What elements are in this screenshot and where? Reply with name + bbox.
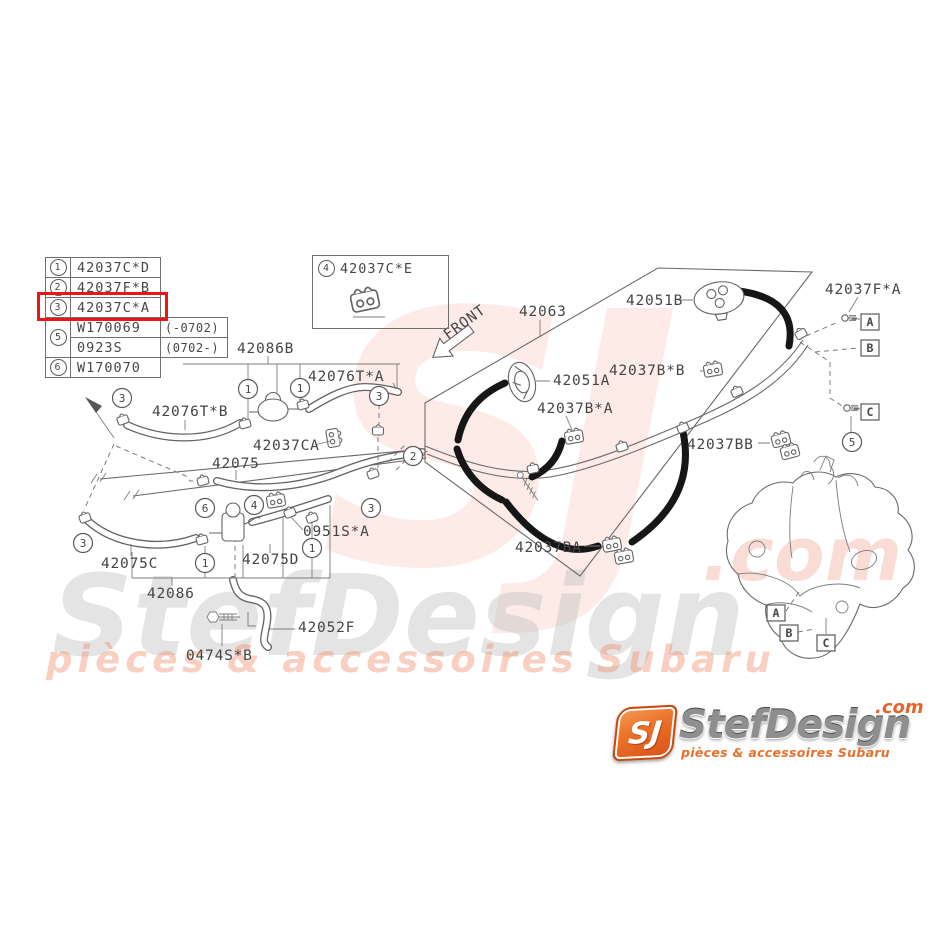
svg-text:2: 2 xyxy=(410,450,417,463)
callout-1: 1 xyxy=(289,377,311,399)
part-label-0951SA[interactable]: 0951S*A xyxy=(303,524,370,540)
inset-part-label[interactable]: 42037C*E xyxy=(340,260,414,277)
svg-text:A: A xyxy=(867,315,874,329)
ref-box-A: A xyxy=(860,313,880,331)
callout-3: 3 xyxy=(111,387,133,409)
part-label-42086[interactable]: 42086 xyxy=(147,586,195,602)
legend-row-5b-part[interactable]: 0923S xyxy=(70,337,161,358)
logo-tld: .com xyxy=(875,697,924,718)
fuel-tank-drawing xyxy=(725,455,915,659)
part-label-42075D[interactable]: 42075D xyxy=(242,552,299,568)
callout-4: 4 xyxy=(243,494,265,516)
callout-3: 3 xyxy=(72,532,94,554)
ref-box-B: B xyxy=(779,624,799,642)
part-label-42076TB[interactable]: 42076T*B xyxy=(152,404,228,420)
legend-row-5b-range: (0702-) xyxy=(160,337,228,358)
svg-text:6: 6 xyxy=(202,502,209,515)
legend-row-6-num[interactable]: 6 xyxy=(45,357,71,378)
highlighted-part-box xyxy=(37,292,168,321)
part-label-0474SB[interactable]: 0474S*B xyxy=(186,648,253,664)
part-label-42037FA[interactable]: 42037F*A xyxy=(825,282,901,298)
svg-text:C: C xyxy=(823,636,830,650)
svg-text:1: 1 xyxy=(202,557,209,570)
svg-text:1: 1 xyxy=(297,382,304,395)
inset-clip-drawing xyxy=(348,284,385,318)
logo-tagline: pièces & accessoires Subaru xyxy=(681,745,891,760)
svg-text:3: 3 xyxy=(376,390,383,403)
inset-clip-box: 4 42037C*E xyxy=(312,255,449,329)
part-label-42037BB-star[interactable]: 42037B*B xyxy=(609,363,685,379)
legend-row-5-num-circle: 5 xyxy=(45,317,71,358)
part-label-42063[interactable]: 42063 xyxy=(519,304,567,320)
part-label-42075C[interactable]: 42075C xyxy=(101,556,158,572)
stefdesign-logo: SJ StefDesign .com pièces & accessoires … xyxy=(598,693,928,768)
svg-text:5: 5 xyxy=(849,436,856,449)
callout-2: 2 xyxy=(402,445,424,467)
filter-bracket-assembly xyxy=(131,502,331,627)
ref-box-C: C xyxy=(860,403,880,421)
inset-callout-4: 4 xyxy=(318,260,335,277)
part-label-42037BA[interactable]: 42037BA xyxy=(515,540,582,556)
part-labels: 42086B 42076T*A 42076T*B 42037CA 42075 0… xyxy=(101,282,901,664)
svg-text:3: 3 xyxy=(119,392,126,405)
part-label-42037BA-star[interactable]: 42037B*A xyxy=(537,401,613,417)
legend-row-1-num[interactable]: 1 xyxy=(45,257,71,278)
callout-1: 1 xyxy=(237,378,259,400)
callout-1: 1 xyxy=(194,552,216,574)
pump-bracket-assembly xyxy=(183,356,400,422)
part-label-42051A[interactable]: 42051A xyxy=(553,373,610,389)
ref-box-B: B xyxy=(860,339,880,357)
callout-6: 6 xyxy=(194,497,216,519)
part-label-42037BB[interactable]: 42037BB xyxy=(687,437,754,453)
stefdesign-monogram-icon: SJ xyxy=(611,704,679,762)
part-label-42086B[interactable]: 42086B xyxy=(237,341,294,357)
callout-1: 1 xyxy=(301,537,323,559)
ref-letter-boxes: A B C A B C xyxy=(766,313,880,652)
part-label-42075[interactable]: 42075 xyxy=(212,456,260,472)
ref-box-A: A xyxy=(766,604,786,622)
callout-3: 3 xyxy=(360,497,382,519)
pipe-assembly-outline xyxy=(424,267,814,577)
svg-text:4: 4 xyxy=(251,499,258,512)
legend-row-5a-range: (-0702) xyxy=(160,317,228,338)
part-label-42076TA[interactable]: 42076T*A xyxy=(308,369,384,385)
part-label-42051B[interactable]: 42051B xyxy=(626,293,683,309)
rubber-hoses xyxy=(84,382,426,651)
diagram-callouts: 3 1 1 3 2 3 6 4 3 1 1 5 xyxy=(72,377,863,574)
part-label-42052F[interactable]: 42052F xyxy=(298,620,355,636)
svg-text:1: 1 xyxy=(309,542,316,555)
svg-text:1: 1 xyxy=(245,383,252,396)
part-label-42037CA[interactable]: 42037CA xyxy=(253,438,320,454)
svg-text:3: 3 xyxy=(368,502,375,515)
legend-row-1-part[interactable]: 42037C*D xyxy=(70,257,161,278)
svg-text:3: 3 xyxy=(80,537,87,550)
callout-5: 5 xyxy=(841,431,863,453)
logo-name: StefDesign xyxy=(679,703,911,748)
svg-text:A: A xyxy=(773,606,780,620)
svg-text:C: C xyxy=(867,405,874,419)
svg-text:B: B xyxy=(786,626,793,640)
leader-lines xyxy=(130,296,859,646)
highlighted-hoses xyxy=(453,287,794,553)
legend-row-6-part[interactable]: W170070 xyxy=(70,357,161,378)
callout-3: 3 xyxy=(368,385,390,407)
canister-parts xyxy=(507,281,745,403)
svg-text:B: B xyxy=(867,341,874,355)
ref-box-C: C xyxy=(816,634,836,652)
